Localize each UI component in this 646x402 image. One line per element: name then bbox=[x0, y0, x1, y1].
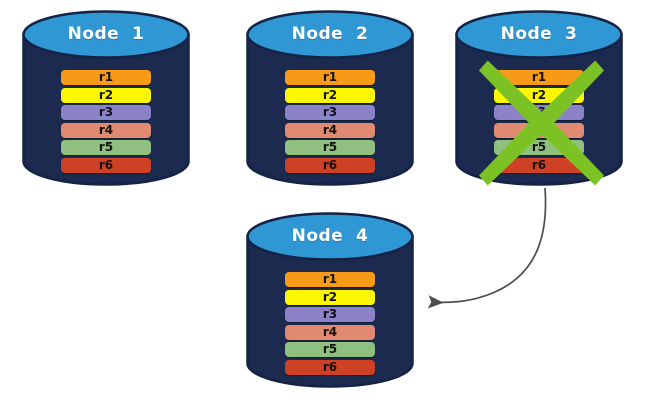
record-rows: r1 r2 r3 r4 r5 r6 bbox=[284, 272, 376, 375]
record-rows: r1 r2 r3 r4 r5 r6 bbox=[60, 70, 152, 173]
record-row-r1[interactable]: r1 bbox=[493, 70, 585, 85]
record-row-r5[interactable]: r5 bbox=[284, 140, 376, 155]
record-row-r5[interactable]: r5 bbox=[493, 140, 585, 155]
record-row-r3[interactable]: r3 bbox=[284, 307, 376, 322]
record-row-r6[interactable]: r6 bbox=[60, 157, 152, 173]
record-row-r4[interactable]: r4 bbox=[493, 122, 585, 138]
record-row-r4[interactable]: r4 bbox=[284, 324, 376, 340]
record-row-r2[interactable]: r2 bbox=[284, 87, 376, 103]
record-row-r5[interactable]: r5 bbox=[60, 140, 152, 155]
record-row-r6[interactable]: r6 bbox=[493, 157, 585, 173]
record-row-r4[interactable]: r4 bbox=[60, 122, 152, 138]
record-row-r2[interactable]: r2 bbox=[60, 87, 152, 103]
failover-arrow-path bbox=[427, 187, 547, 309]
record-row-r3[interactable]: r3 bbox=[493, 105, 585, 120]
cylinder-top-ellipse bbox=[455, 10, 623, 59]
record-row-r3[interactable]: r3 bbox=[60, 105, 152, 120]
record-row-r1[interactable]: r1 bbox=[60, 70, 152, 85]
record-row-r2[interactable]: r2 bbox=[493, 87, 585, 103]
record-row-r2[interactable]: r2 bbox=[284, 289, 376, 305]
record-row-r4[interactable]: r4 bbox=[284, 122, 376, 138]
record-row-r1[interactable]: r1 bbox=[284, 70, 376, 85]
cylinder-top-ellipse bbox=[22, 10, 190, 59]
record-row-r3[interactable]: r3 bbox=[284, 105, 376, 120]
record-row-r6[interactable]: r6 bbox=[284, 157, 376, 173]
record-row-r1[interactable]: r1 bbox=[284, 272, 376, 287]
record-rows: r1 r2 r3 r4 r5 r6 bbox=[493, 70, 585, 173]
record-row-r6[interactable]: r6 bbox=[284, 359, 376, 375]
record-row-r5[interactable]: r5 bbox=[284, 342, 376, 357]
cylinder-top-ellipse bbox=[246, 212, 414, 261]
record-rows: r1 r2 r3 r4 r5 r6 bbox=[284, 70, 376, 173]
cylinder-top-ellipse bbox=[246, 10, 414, 59]
